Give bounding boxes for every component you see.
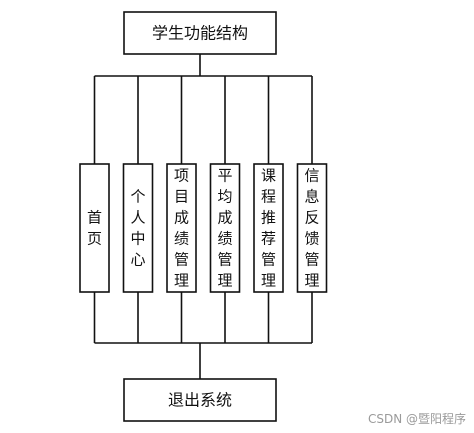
module-label-average-grades: 平均成绩管理 — [217, 167, 232, 290]
module-label-personal-center: 个人中心 — [130, 188, 145, 269]
module-label-course-recommend: 课程推荐管理 — [261, 167, 276, 290]
module-node-personal-center: 个人中心 — [122, 163, 154, 293]
module-label-feedback: 信息反馈管理 — [304, 167, 319, 290]
module-node-home: 首页 — [79, 163, 110, 293]
module-label-home: 首页 — [87, 209, 102, 248]
module-node-feedback: 信息反馈管理 — [296, 163, 328, 293]
module-node-average-grades: 平均成绩管理 — [209, 163, 241, 293]
bottom-node-logout: 退出系统 — [123, 378, 277, 422]
module-node-project-grades: 项目成绩管理 — [166, 163, 197, 293]
connector-lines — [93, 54, 313, 379]
module-label-project-grades: 项目成绩管理 — [174, 167, 189, 290]
top-node-label: 学生功能结构 — [152, 24, 248, 43]
module-nodes: 首页 个人中心 项目成绩管理 平均成绩管理 课程推荐管理 信息反馈管理 — [79, 163, 328, 293]
module-node-course-recommend: 课程推荐管理 — [253, 163, 284, 293]
csdn-watermark: CSDN @暨阳程序 — [367, 412, 466, 426]
top-node-student-functions: 学生功能结构 — [123, 11, 277, 55]
bottom-node-label: 退出系统 — [168, 391, 232, 410]
